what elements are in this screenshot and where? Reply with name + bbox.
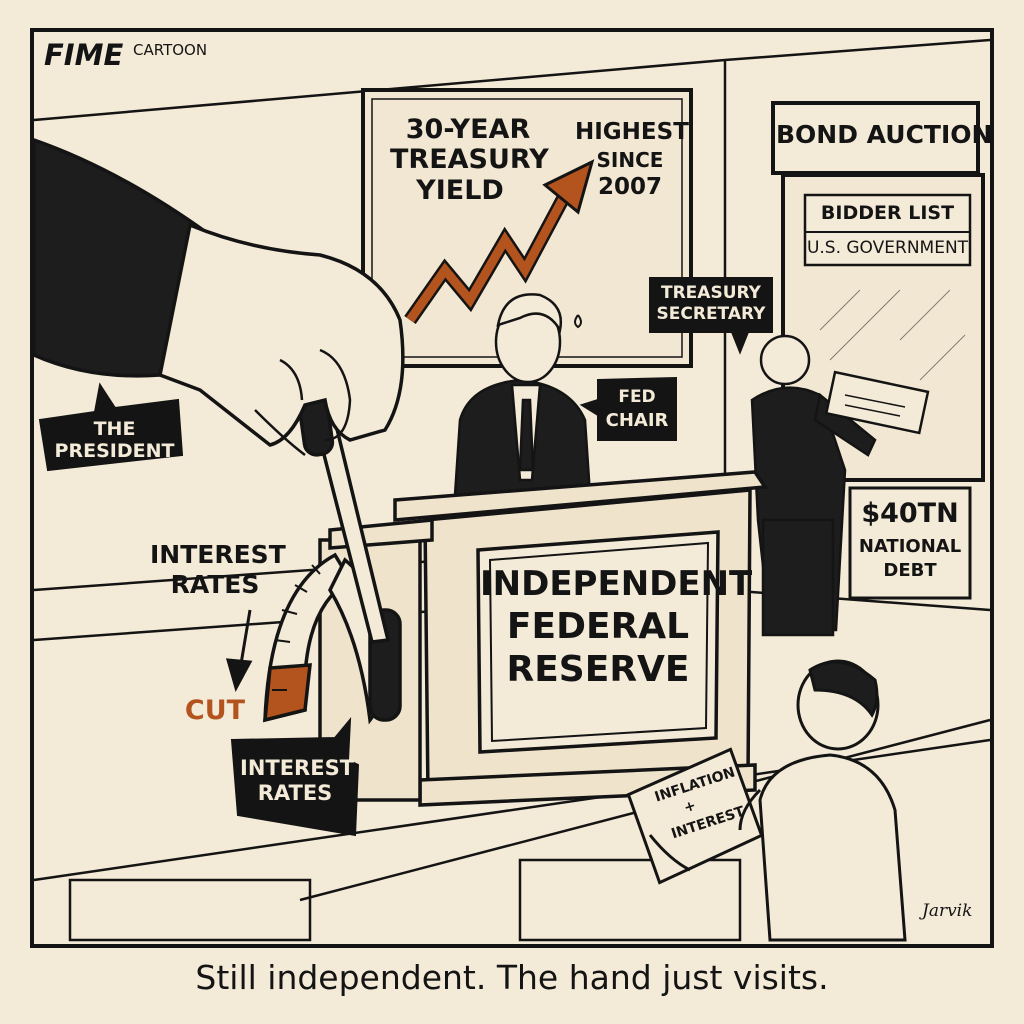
caption: Still independent. The hand just visits. (195, 958, 829, 997)
artist-signature: Jarvik (922, 901, 973, 921)
podium-line-3: RESERVE (506, 649, 690, 690)
rate-down-arrow (225, 609, 253, 692)
lever-label-line-2: RATES (170, 570, 260, 599)
podium-line-1: INDEPENDENT (480, 564, 753, 604)
debt-sign-line-2: NATIONAL (858, 536, 962, 557)
bidder-name: U.S. GOVERNMENT (806, 238, 969, 258)
fed-chair-tag-line-1: FED (618, 387, 656, 407)
fed-chair-tag-line-2: CHAIR (605, 410, 669, 431)
treasury-tag-line-2: SECRETARY (656, 304, 766, 324)
debt-sign-line-3: DEBT (883, 560, 937, 581)
fed-chair-tag (579, 376, 677, 441)
bond-auction-label: BOND AUCTION (776, 120, 993, 149)
brand-name: FIME (44, 38, 124, 72)
yield-title-line-3: YIELD (416, 175, 504, 206)
rates-tag-line-1: INTEREST (240, 756, 355, 780)
debt-sign-line-1: $40TN (861, 498, 959, 529)
president-tag (38, 382, 184, 472)
treasury-tag-line-1: TREASURY (661, 283, 761, 303)
president-hand (32, 137, 405, 456)
podium-line-2: FEDERAL (506, 606, 690, 647)
federal-reserve-podium (393, 470, 769, 807)
treasury-secretary-tag (649, 277, 773, 355)
citizen-figure (626, 659, 907, 942)
yield-title-line-1: 30-YEAR (405, 114, 531, 145)
fed-chair-figure (453, 293, 592, 497)
treasury-secretary-figure (750, 334, 930, 637)
rates-tag (230, 717, 360, 837)
president-tag-line-1: THE (93, 418, 136, 440)
yield-note-line-2: SINCE (596, 148, 664, 172)
lever-label-line-1: INTEREST (150, 540, 286, 569)
national-debt-sign (848, 486, 972, 600)
label-tags (38, 277, 773, 837)
bidder-list-title: BIDDER LIST (820, 202, 955, 224)
lever-setting-cut: CUT (184, 695, 246, 726)
president-tag-line-2: PRESIDENT (54, 440, 175, 462)
rates-tag-line-2: RATES (257, 781, 333, 805)
brand-subtitle: CARTOON (133, 41, 208, 59)
bidder-board (803, 193, 972, 267)
yield-note-line-3: 2007 (597, 174, 662, 200)
yield-title-line-2: TREASURY (390, 144, 549, 175)
yield-note-line-1: HIGHEST (575, 119, 689, 145)
